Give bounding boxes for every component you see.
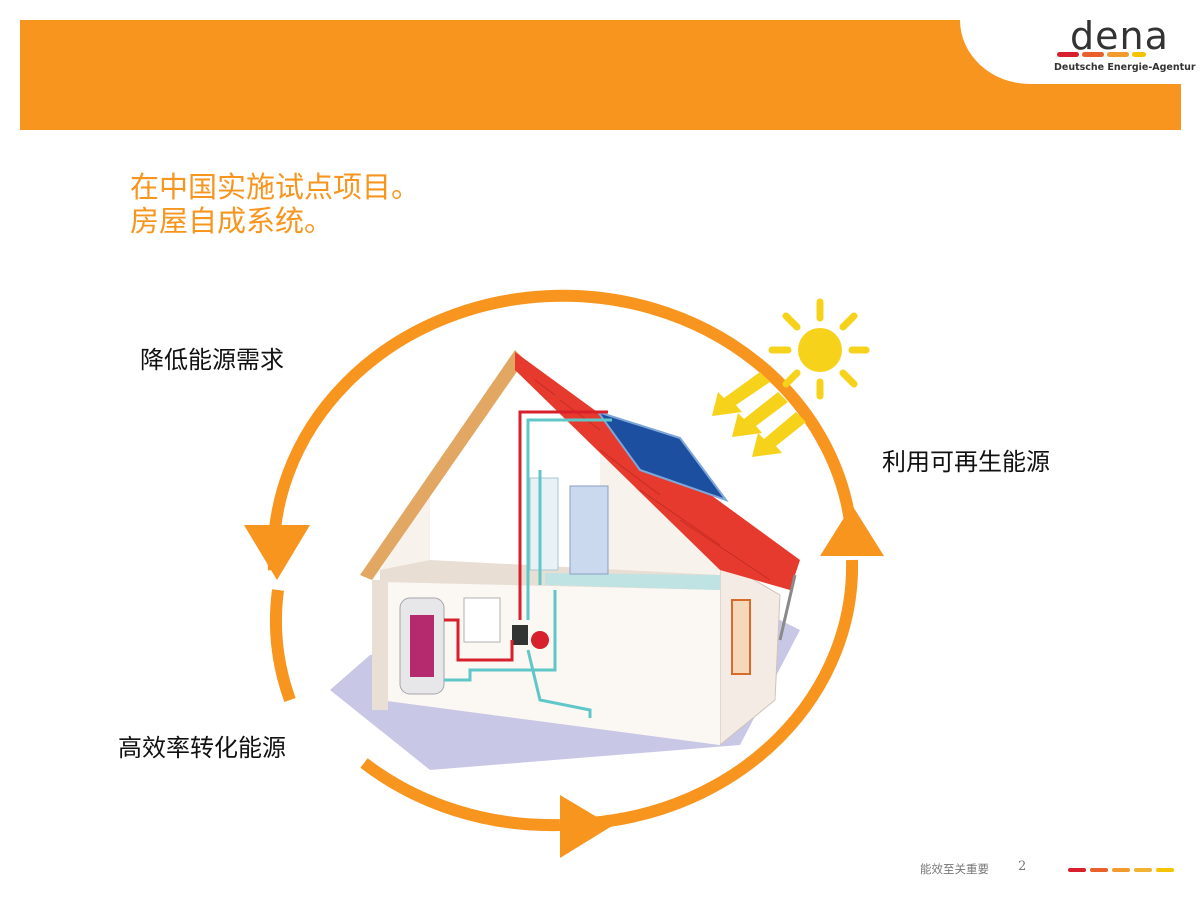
- house-cutaway-illustration: [330, 350, 800, 770]
- arrow-right-icon: [560, 795, 612, 858]
- footer-dash-amber: [1134, 868, 1152, 872]
- footer-dash-red: [1068, 868, 1086, 872]
- arrow-down-icon: [244, 525, 310, 580]
- page-title: 在中国实施试点项目。 房屋自成系统。: [130, 170, 420, 238]
- logo-subtitle: Deutsche Energie-Agentur: [1054, 62, 1196, 73]
- solar-panel-icon: [595, 410, 729, 503]
- logo-dash-lightorange: [1107, 52, 1129, 57]
- cycle-ring: [267, 289, 859, 832]
- footer-text: 能效至关重要: [920, 862, 989, 876]
- logo-dash-yellow: [1132, 52, 1146, 57]
- label-efficient-energy-conversion: 高效率转化能源: [118, 734, 286, 762]
- title-line-2: 房屋自成系统。: [130, 204, 334, 238]
- title-line-1: 在中国实施试点项目。: [130, 170, 421, 204]
- cycle-arc-bottom: [360, 758, 561, 832]
- page-number: 2: [1018, 859, 1027, 874]
- label-use-renewable-energy: 利用可再生能源: [882, 448, 1050, 476]
- dena-logo: dena: [1070, 14, 1169, 58]
- label-reduce-energy-demand: 降低能源需求: [140, 346, 284, 374]
- cycle-arc-left: [270, 589, 296, 703]
- cycle-arc-right: [589, 559, 859, 829]
- arrow-up-icon: [820, 505, 884, 556]
- sun-ray-arrows-icon: [712, 372, 806, 457]
- footer-dash-orange: [1090, 868, 1108, 872]
- logo-dash-red: [1057, 52, 1079, 57]
- sun-icon: [768, 298, 870, 400]
- logo-dash-orange: [1082, 52, 1104, 57]
- footer-dash-lightorange: [1112, 868, 1130, 872]
- cycle-arc-top: [267, 289, 858, 571]
- footer-dash-yellow: [1156, 868, 1174, 872]
